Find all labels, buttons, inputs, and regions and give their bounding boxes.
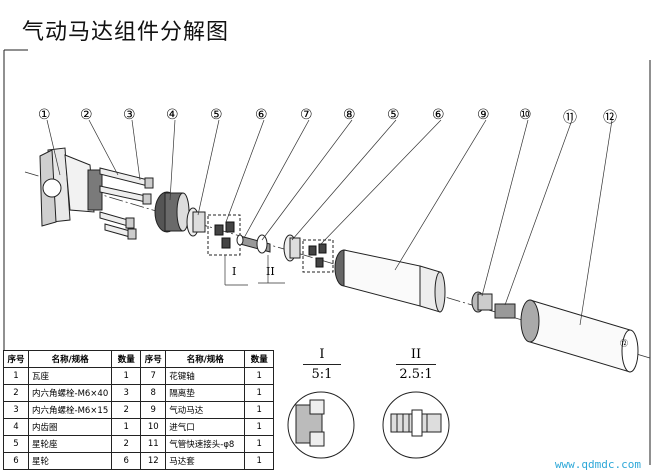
bom-cell: 8 (140, 384, 167, 402)
bom-cell: 马达套 (165, 452, 246, 470)
bom-cell: 3 (3, 401, 29, 419)
bom-cell: 4 (3, 418, 29, 436)
bom-header-name-1: 名称/规格 (27, 350, 113, 368)
detail-1-divider (303, 364, 341, 365)
bom-cell: 1 (111, 367, 142, 385)
table-row: 2 内六角螺栓-M6×40 3 8 隔离垫 1 (3, 384, 275, 402)
watermark: www.qdmdc.com (554, 458, 641, 471)
detail-2-roman: II (410, 347, 422, 362)
table-row: 1 瓦座 1 7 花键轴 1 (3, 367, 275, 385)
bom-cell: 星轮 (27, 452, 113, 470)
table-row: 3 内六角螺栓-M6×15 2 9 气动马达 1 (3, 401, 275, 419)
bom-cell: 12 (140, 452, 167, 470)
part-internal-gear-ring (154, 191, 190, 233)
callout-11: ⑪ (563, 110, 577, 126)
section-mark-1: I (232, 265, 237, 278)
bom-cell: 2 (111, 435, 142, 453)
bom-cell: 2 (3, 384, 29, 402)
bom-header-qty-1: 数量 (111, 350, 142, 368)
bom-cell: 隔离垫 (165, 384, 246, 402)
bom-header-qty-2: 数量 (244, 350, 275, 368)
bom-cell: 1 (244, 418, 275, 436)
table-row: 6 星轮 6 12 马达套 1 (3, 452, 275, 470)
callout-5b: ⑤ (387, 107, 400, 123)
part-base (39, 147, 103, 227)
callout-1: ① (38, 107, 51, 123)
callout-6a: ⑥ (255, 107, 268, 123)
bom-cell: 内齿圈 (27, 418, 113, 436)
bom-cell: 内六角螺栓-M6×40 (27, 384, 113, 402)
bom-cell: 1 (244, 384, 275, 402)
leader-lines (46, 119, 613, 326)
bom-cell: 瓦座 (27, 367, 113, 385)
part-star-wheel-seat (186, 207, 206, 237)
callout-2: ② (80, 107, 93, 123)
part-bolts-m6x40 (99, 167, 154, 205)
bom-header-row: 序号 名称/规格 数量 序号 名称/规格 数量 (3, 350, 275, 368)
bom-cell: 1 (244, 401, 275, 419)
callout-10: ⑩ (519, 107, 532, 123)
bom-cell: 1 (3, 367, 29, 385)
detail-1-roman: I (319, 347, 325, 362)
callout-7: ⑦ (300, 107, 313, 123)
table-row: 4 内齿圈 1 10 进气口 1 (3, 418, 275, 436)
bom-header-no-1: 序号 (3, 350, 29, 368)
callout-3: ③ (123, 107, 136, 123)
part-air-inlet (471, 291, 493, 313)
bom-cell: 1 (244, 367, 275, 385)
detail-1-gear-view (287, 391, 355, 459)
bom-cell: 星轮座 (27, 435, 113, 453)
part-star-wheel-seat-2 (283, 234, 301, 262)
section-box-1 (207, 214, 241, 256)
bom-cell: 内六角螺栓-M6×15 (27, 401, 113, 419)
part-quick-connector (494, 303, 516, 319)
bom-cell: 气管快速接头-φ8 (165, 435, 246, 453)
bom-cell: 气动马达 (165, 401, 246, 419)
bom-cell: 花键轴 (165, 367, 246, 385)
callout-6b: ⑥ (432, 107, 445, 123)
page-title: 气动马达组件分解图 (22, 20, 230, 45)
bom-header-name-2: 名称/规格 (165, 350, 246, 368)
detail-1-scale: 5:1 (311, 367, 333, 382)
bom-cell: 1 (111, 418, 142, 436)
callout-4: ④ (166, 107, 179, 123)
bom-cell: 1 (244, 435, 275, 453)
bom-cell: 11 (140, 435, 167, 453)
sleeve-mark: ⑫ (620, 339, 628, 348)
part-air-motor (334, 249, 446, 313)
bom-cell: 3 (111, 384, 142, 402)
part-star-wheels-2 (308, 243, 327, 268)
bom-cell: 6 (111, 452, 142, 470)
bom-cell: 进气口 (165, 418, 246, 436)
bom-cell: 7 (140, 367, 167, 385)
bom-table: 序号 名称/规格 数量 序号 名称/规格 数量 1 瓦座 1 7 花键轴 1 2… (3, 350, 275, 470)
callout-9: ⑨ (477, 107, 490, 123)
detail-2-scale: 2.5:1 (399, 367, 433, 382)
detail-2-spline-view (382, 391, 450, 459)
bom-cell: 5 (3, 435, 29, 453)
part-motor-sleeve (520, 299, 639, 373)
table-row: 5 星轮座 2 11 气管快速接头-φ8 1 (3, 435, 275, 453)
part-star-wheels-1 (214, 221, 235, 249)
detail-2-divider (396, 364, 436, 365)
section-box-2 (302, 239, 334, 273)
callout-12: ⑫ (603, 110, 617, 126)
bom-cell: 2 (111, 401, 142, 419)
part-bolts-m6x15 (99, 211, 137, 240)
bom-cell: 1 (244, 452, 275, 470)
bom-header-no-2: 序号 (140, 350, 167, 368)
section-mark-2: II (266, 265, 275, 278)
bom-cell: 9 (140, 401, 167, 419)
bom-cell: 10 (140, 418, 167, 436)
bom-cell: 6 (3, 452, 29, 470)
callout-5a: ⑤ (210, 107, 223, 123)
part-spacer (256, 234, 268, 254)
callout-8: ⑧ (343, 107, 356, 123)
